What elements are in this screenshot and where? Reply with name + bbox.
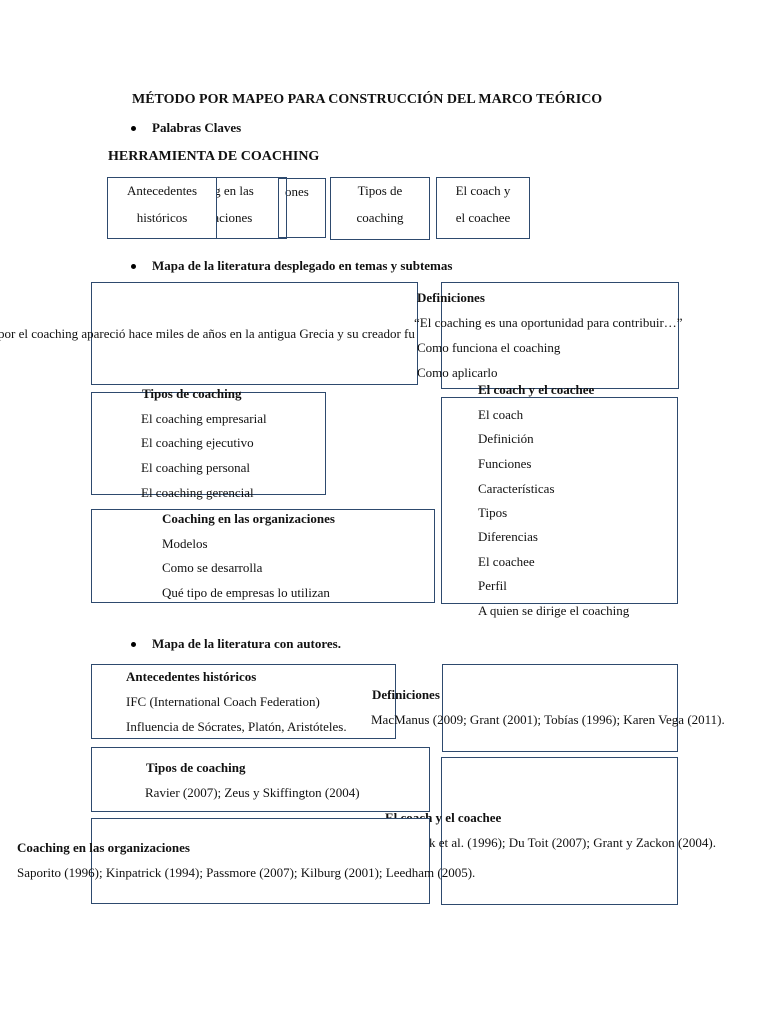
keyword-definiciones-text: ones bbox=[285, 184, 309, 199]
topic-coach-item: A quien se dirige el coaching bbox=[478, 603, 630, 618]
topic-coach-item: Perfil bbox=[478, 578, 507, 593]
author-coach-text: k et al. (1996); Du Toit (2007); Grant y… bbox=[429, 835, 716, 850]
page-title: MÉTODO POR MAPEO PARA CONSTRUCCIÓN DEL M… bbox=[132, 92, 603, 107]
topic-organizaciones-item: Como se desarrolla bbox=[162, 560, 263, 575]
topic-definiciones-item: Como aplicarlo bbox=[417, 365, 498, 380]
author-antecedentes-item: Influencia de Sócrates, Platón, Aristóte… bbox=[126, 719, 347, 734]
topic-coach-item: El coachee bbox=[478, 554, 535, 569]
topic-definiciones-item: “El coaching es una oportunidad para con… bbox=[414, 315, 683, 330]
bullet-dot bbox=[131, 126, 136, 131]
keyword-box-tipos: Tipos de coaching bbox=[330, 177, 430, 240]
topic-coach-item: El coach bbox=[478, 407, 524, 422]
author-box-organizaciones bbox=[91, 818, 430, 904]
author-box-definiciones bbox=[442, 664, 678, 752]
topic-box-definiciones bbox=[441, 282, 679, 389]
author-organizaciones-heading: Coaching en las organizaciones bbox=[17, 840, 190, 855]
bullet-dot bbox=[131, 642, 136, 647]
author-box-coach bbox=[441, 757, 678, 905]
topic-antecedentes-text: por el coaching apareció hace miles de a… bbox=[0, 326, 415, 341]
topic-box-antecedentes bbox=[91, 282, 418, 385]
topic-coach-item: Diferencias bbox=[478, 529, 538, 544]
keyword-coach-line1: El coach y bbox=[455, 183, 511, 198]
keyword-box-coach: El coach y el coachee bbox=[436, 177, 530, 239]
author-box-tipos bbox=[91, 747, 430, 812]
bullet-palabras-claves: Palabras Claves bbox=[152, 120, 242, 135]
topic-coach-item: Características bbox=[478, 481, 555, 496]
herramienta-heading: HERRAMIENTA DE COACHING bbox=[108, 149, 320, 164]
keyword-antecedentes-line1: Antecedentes bbox=[126, 183, 198, 198]
author-definiciones-heading: Definiciones bbox=[372, 687, 440, 702]
keyword-box-antecedentes: Antecedentes históricos bbox=[107, 177, 217, 239]
topic-organizaciones-item: Qué tipo de empresas lo utilizan bbox=[162, 585, 330, 600]
author-organizaciones-text: Saporito (1996); Kinpatrick (1994); Pass… bbox=[17, 865, 476, 880]
author-antecedentes-heading: Antecedentes históricos bbox=[126, 669, 257, 684]
author-box-antecedentes bbox=[91, 664, 396, 739]
bullet-mapa-autores: Mapa de la literatura con autores. bbox=[152, 636, 341, 651]
author-tipos-text: Ravier (2007); Zeus y Skiffington (2004) bbox=[145, 785, 360, 800]
keyword-box-definiciones: ones bbox=[278, 178, 326, 238]
topic-tipos-item: El coaching ejecutivo bbox=[141, 435, 254, 450]
topic-definiciones-item: Como funciona el coaching bbox=[417, 340, 561, 355]
topic-organizaciones-heading: Coaching en las organizaciones bbox=[162, 511, 335, 526]
topic-box-organizaciones bbox=[91, 509, 435, 603]
topic-coach-item: Definición bbox=[478, 431, 534, 446]
bullet-dot bbox=[131, 264, 136, 269]
bullet-mapa-temas: Mapa de la literatura desplegado en tema… bbox=[152, 258, 453, 273]
topic-organizaciones-item: Modelos bbox=[162, 536, 208, 551]
topic-tipos-item: El coaching empresarial bbox=[141, 411, 267, 426]
topic-coach-item: Funciones bbox=[478, 456, 532, 471]
author-antecedentes-item: IFC (International Coach Federation) bbox=[126, 694, 320, 709]
topic-box-coach bbox=[441, 397, 678, 604]
topic-tipos-item: El coaching personal bbox=[141, 460, 251, 475]
keyword-tipos-line2: coaching bbox=[356, 210, 404, 225]
topic-tipos-heading: Tipos de coaching bbox=[142, 386, 242, 401]
topic-box-tipos bbox=[91, 392, 326, 495]
author-definiciones-text: MacManus (2009; Grant (2001); Tobías (19… bbox=[371, 712, 725, 727]
keyword-antecedentes-line2: históricos bbox=[136, 210, 188, 225]
author-tipos-heading: Tipos de coaching bbox=[146, 760, 246, 775]
topic-definiciones-heading: Definiciones bbox=[417, 290, 485, 305]
keyword-tipos-line1: Tipos de bbox=[357, 183, 403, 198]
keyword-coach-line2: el coachee bbox=[455, 210, 511, 225]
topic-coach-item: Tipos bbox=[478, 505, 508, 520]
topic-coach-heading: El coach y el coachee bbox=[478, 382, 595, 397]
topic-tipos-item: El coaching gerencial bbox=[141, 485, 254, 500]
